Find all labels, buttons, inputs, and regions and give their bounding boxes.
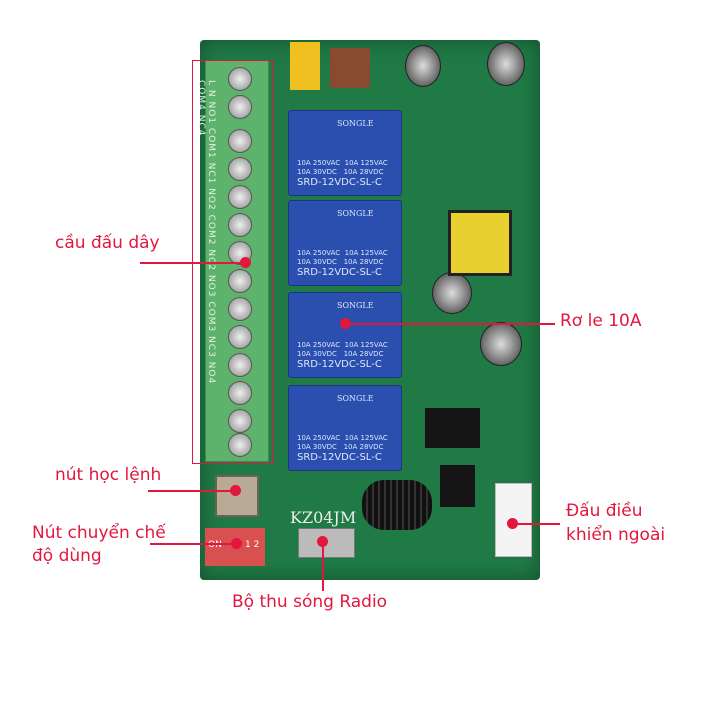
marker-dot xyxy=(231,538,242,549)
leader-line xyxy=(322,541,324,591)
marker-dot xyxy=(230,485,241,496)
capacitor xyxy=(480,322,522,366)
terminal-block xyxy=(205,60,269,462)
label-terminals: cầu đấu dây xyxy=(55,233,160,253)
relay-spec: 10A 250VAC 10A 125VAC 10A 30VDC 10A 28VD… xyxy=(297,159,388,176)
label-radio-receiver: Bộ thu sóng Radio xyxy=(232,592,388,612)
relay-model: SRD-12VDC-SL-C xyxy=(297,359,382,370)
leader-line xyxy=(140,262,245,264)
leader-line xyxy=(345,323,555,325)
relay-brand: SONGLE xyxy=(337,209,374,218)
leader-line xyxy=(148,490,234,492)
yellow-capacitor xyxy=(290,42,320,90)
relay-brand: SONGLE xyxy=(337,394,374,403)
ic-chip xyxy=(440,465,475,507)
module-label: KZ04JM xyxy=(290,508,357,527)
dip-on-label: ON xyxy=(208,540,222,550)
label-relay: Rơ le 10A xyxy=(560,311,642,331)
relay-model: SRD-12VDC-SL-C xyxy=(297,452,382,463)
learn-button-part xyxy=(215,475,259,517)
label-external-1: Đấu điều xyxy=(566,501,643,521)
capacitor xyxy=(487,42,525,86)
relay-3: SONGLE 10A 250VAC 10A 125VAC 10A 30VDC 10… xyxy=(288,292,402,378)
leader-line xyxy=(150,543,236,545)
label-external-2: khiển ngoài xyxy=(566,525,666,545)
brown-component xyxy=(330,48,370,88)
label-mode-switch-1: Nút chuyển chế xyxy=(32,523,166,543)
leader-line xyxy=(512,523,560,525)
capacitor xyxy=(405,45,441,87)
relay-spec: 10A 250VAC 10A 125VAC 10A 30VDC 10A 28VD… xyxy=(297,249,388,266)
relay-model: SRD-12VDC-SL-C xyxy=(297,267,382,278)
relay-spec: 10A 250VAC 10A 125VAC 10A 30VDC 10A 28VD… xyxy=(297,434,388,451)
ic-chip xyxy=(425,408,480,448)
relay-2: SONGLE 10A 250VAC 10A 125VAC 10A 30VDC 10… xyxy=(288,200,402,286)
transformer xyxy=(448,210,512,276)
label-learn-button: nút học lệnh xyxy=(55,465,162,485)
relay-spec: 10A 250VAC 10A 125VAC 10A 30VDC 10A 28VD… xyxy=(297,341,388,358)
relay-brand: SONGLE xyxy=(337,119,374,128)
relay-model: SRD-12VDC-SL-C xyxy=(297,177,382,188)
marker-dot xyxy=(240,257,251,268)
label-mode-switch-2: độ dùng xyxy=(32,546,102,566)
relay-1: SONGLE 10A 250VAC 10A 125VAC 10A 30VDC 10… xyxy=(288,110,402,196)
relay-4: SONGLE 10A 250VAC 10A 125VAC 10A 30VDC 10… xyxy=(288,385,402,471)
capacitor xyxy=(432,272,472,314)
antenna-coil xyxy=(362,480,432,530)
dip-numbers: 1 2 xyxy=(245,540,260,550)
terminal-labels: L N NO1 COM1 NC1 NO2 COM2 NC2 NO3 COM3 N… xyxy=(196,80,216,385)
relay-brand: SONGLE xyxy=(337,301,374,310)
